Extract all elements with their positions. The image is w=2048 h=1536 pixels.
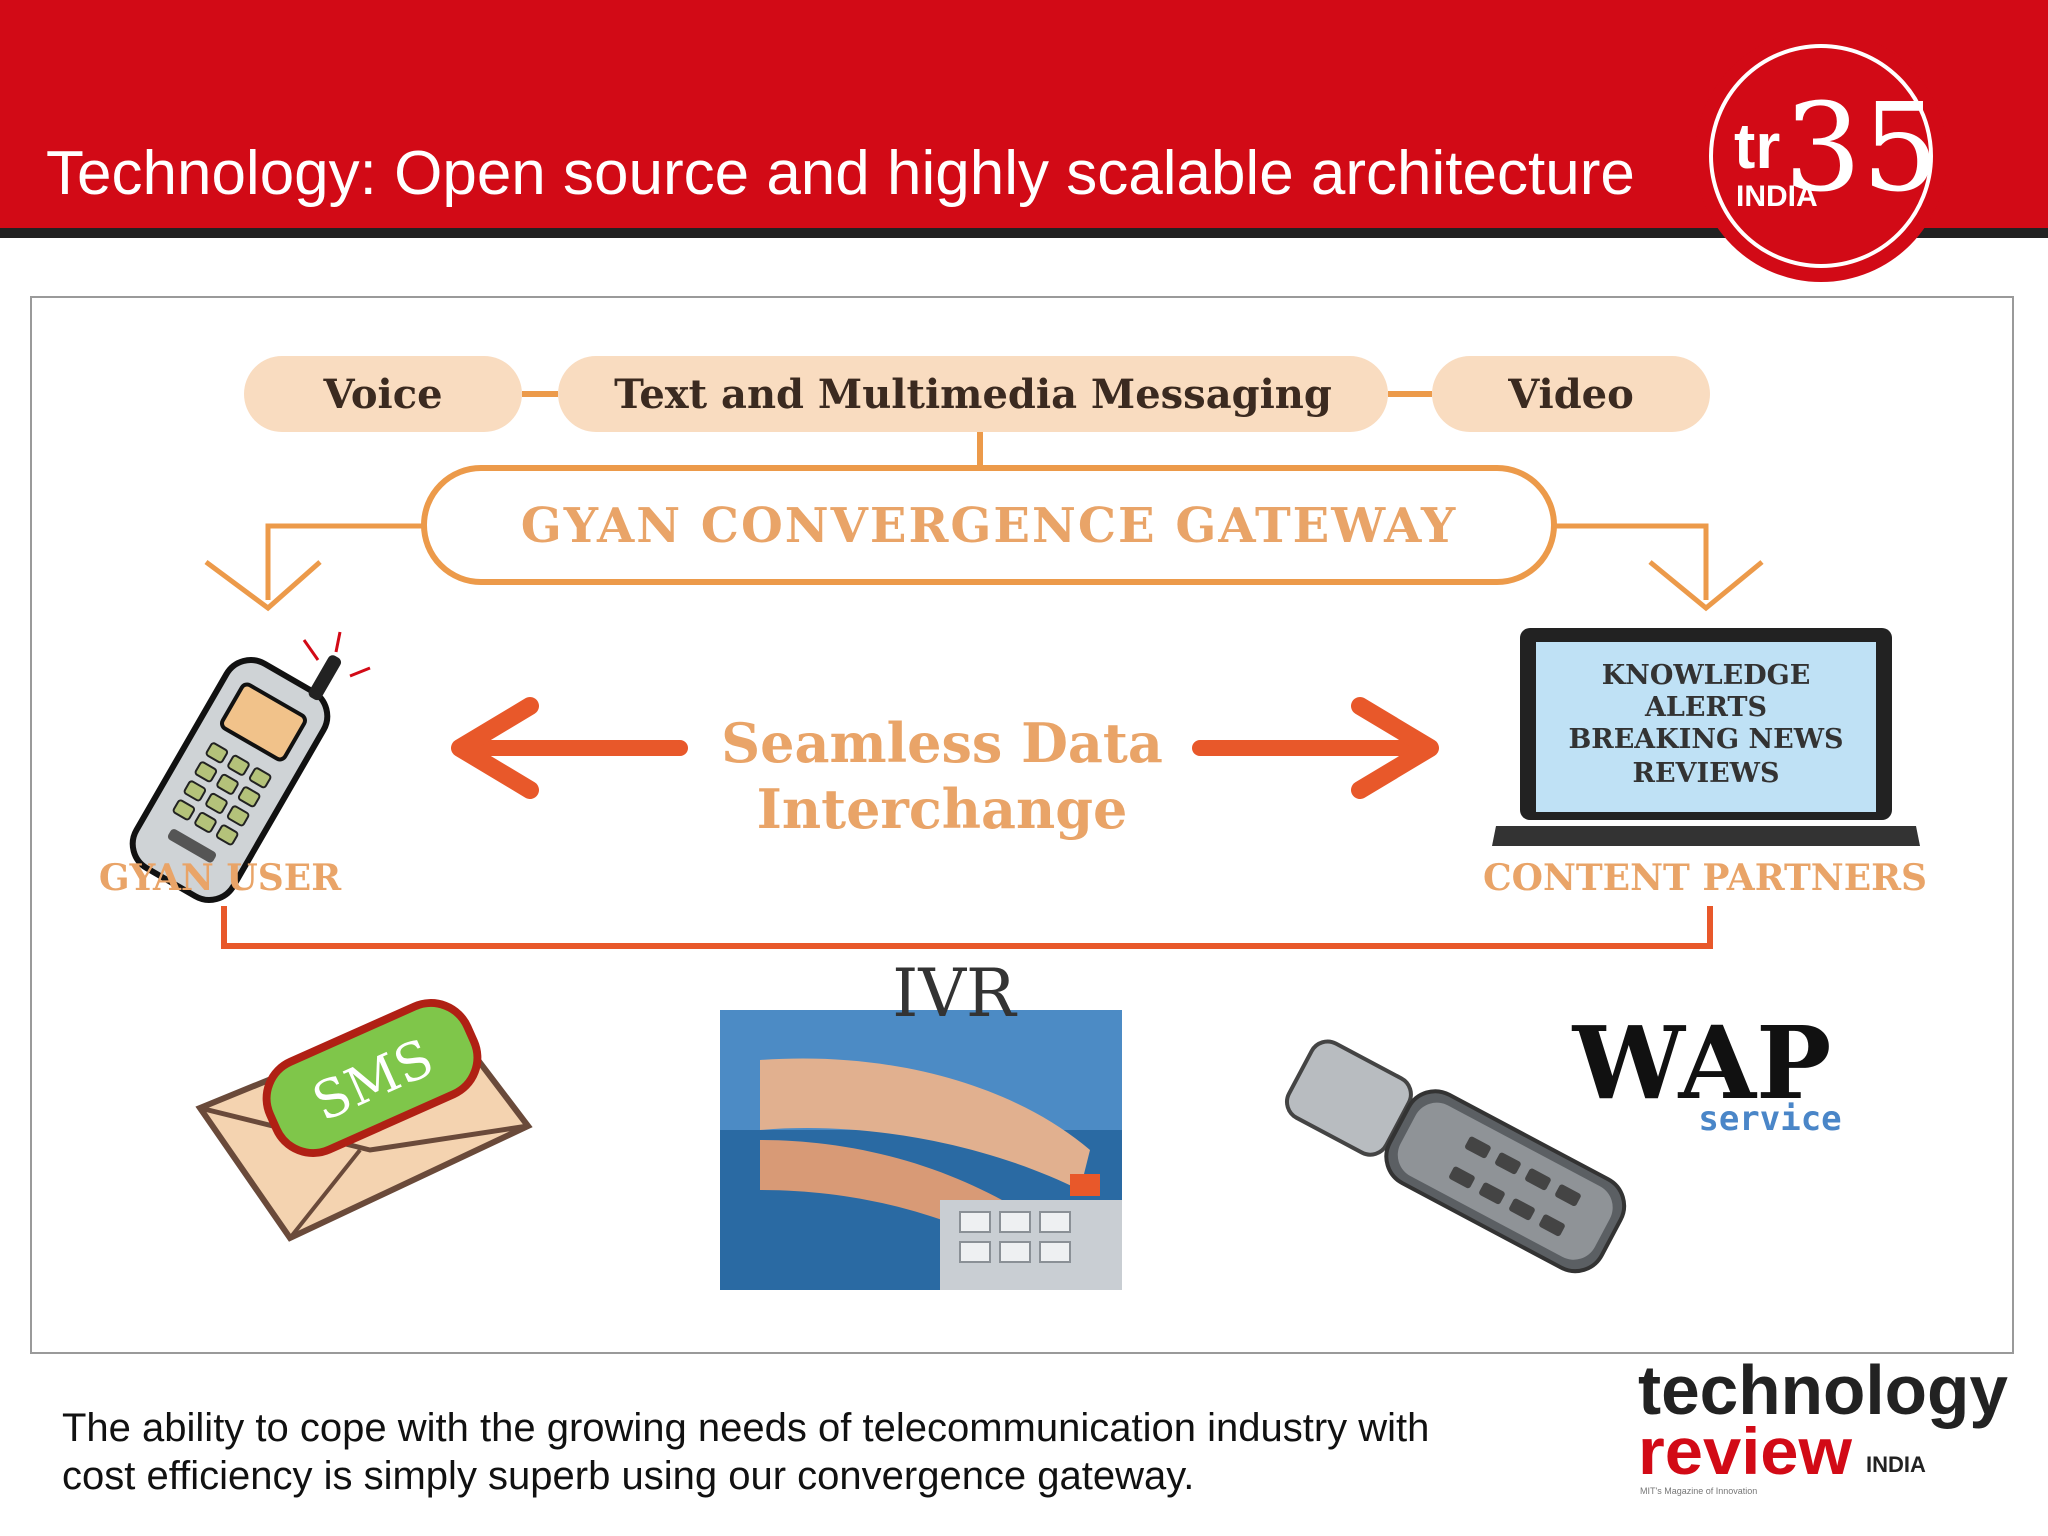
slide-title: Technology: Open source and highly scala… <box>46 139 1635 208</box>
tr35-badge-logo: tr INDIA 35 <box>1695 30 1947 282</box>
logo-technology-word: technology <box>1638 1356 2008 1429</box>
logo-india-word: INDIA <box>1866 1452 1926 1477</box>
content-partners-label: CONTENT PARTNERS <box>1483 857 1927 899</box>
header-divider <box>0 228 2048 238</box>
laptop-icon <box>1492 628 1920 846</box>
gyan-user-label: GYAN USER <box>99 857 342 899</box>
channel-video-label: Video <box>1507 371 1634 418</box>
screen-line-reviews: REVIEWS <box>1633 758 1780 789</box>
channel-voice-label: Voice <box>322 371 442 418</box>
badge-tr-text: tr <box>1734 110 1780 182</box>
logo-tagline: MIT's Magazine of Innovation <box>1640 1486 1757 1496</box>
wap-label: WAP <box>1572 1004 1832 1122</box>
sms-envelope-icon <box>195 999 533 1242</box>
logo-review-word: review <box>1638 1414 1853 1488</box>
gateway-right-branch <box>1554 523 1709 600</box>
gateway-left-branch <box>265 523 424 600</box>
screen-line-knowledge: KNOWLEDGE <box>1602 660 1811 691</box>
exchange-label-line2: Interchange <box>757 777 1128 841</box>
screen-line-alerts: ALERTS <box>1644 692 1767 723</box>
ringing-marks-icon <box>302 631 371 678</box>
exchange-arrow-right-head <box>1351 697 1439 799</box>
ivr-hand-keypad-image <box>720 1010 1122 1290</box>
gateway-label: GYAN CONVERGENCE GATEWAY <box>521 498 1457 554</box>
channel-pill-voice <box>244 356 522 432</box>
technology-review-india-logo: technology review INDIA MIT's Magazine o… <box>1638 1356 2008 1496</box>
channel-pill-messaging <box>558 356 1388 432</box>
channel-pill-video <box>1432 356 1710 432</box>
wap-service-label: service <box>1698 1099 1841 1139</box>
gateway-left-arrowhead <box>204 559 322 612</box>
channel-messaging-label: Text and Multimedia Messaging <box>614 371 1332 418</box>
badge-number-text: 35 <box>1784 77 1939 219</box>
gateway-right-arrowhead <box>1648 560 1764 612</box>
exchange-label-line1: Seamless Data <box>721 711 1163 775</box>
services-bracket <box>221 906 1713 949</box>
mobile-phone-icon <box>129 655 342 903</box>
exchange-arrow-left-head <box>451 697 539 799</box>
screen-line-breaking-news: BREAKING NEWS <box>1568 724 1843 755</box>
slide-caption: The ability to cope with the growing nee… <box>62 1406 1430 1498</box>
flip-phone-icon <box>1285 1039 1627 1274</box>
ivr-label: IVR <box>892 955 1018 1032</box>
badge-india-text: INDIA <box>1736 180 1818 213</box>
